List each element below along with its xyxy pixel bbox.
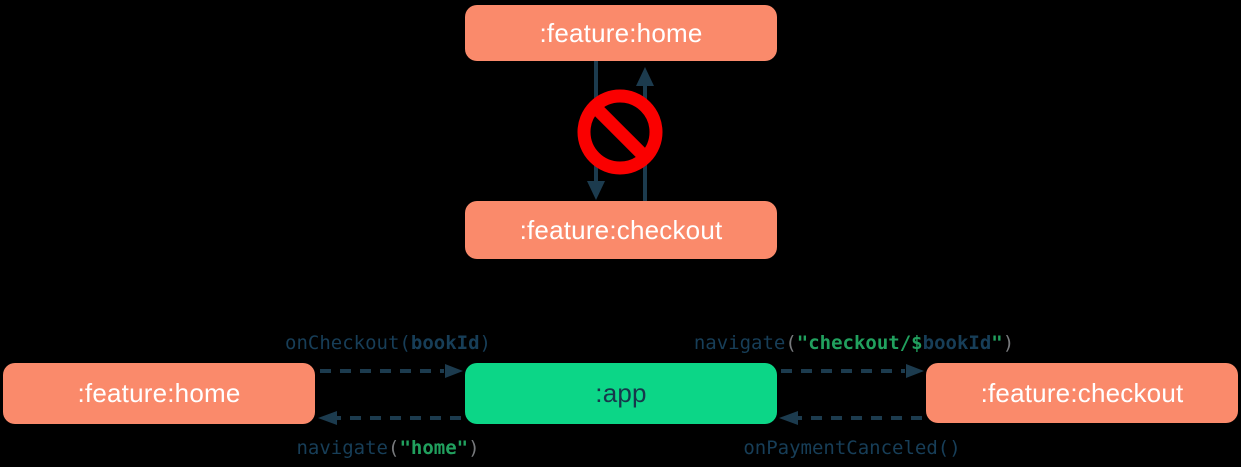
bottom-app-label: :app — [595, 378, 647, 408]
code-paren: ) — [468, 437, 480, 459]
bottom-feature-home-label: :feature:home — [77, 378, 241, 408]
code-fn: navigate — [296, 437, 388, 459]
top-feature-home-node: :feature:home — [465, 5, 777, 61]
arrow-top-checkout-to-home — [636, 67, 654, 201]
edge-label-navigate-home: navigate("home") — [296, 437, 479, 459]
arrow-app-to-home — [318, 411, 461, 425]
bottom-app-node: :app — [465, 363, 777, 424]
code-string: "checkout/ — [796, 332, 912, 354]
arrow-home-to-app — [320, 364, 463, 378]
code-fn: navigate — [693, 332, 786, 354]
code-paren: ) — [479, 332, 491, 354]
arrow-app-to-checkout — [781, 364, 924, 378]
code-paren: ) — [1002, 332, 1015, 354]
code-paren: ( — [785, 332, 797, 354]
edge-label-onpaymentcanceled: onPaymentCanceled() — [743, 437, 960, 459]
code-dollar: $ — [911, 332, 923, 354]
code-var: bookId — [922, 332, 992, 354]
code-string: " — [991, 332, 1003, 354]
code-string: "home" — [399, 437, 469, 459]
code-fn: onCheckout( — [285, 332, 411, 354]
top-feature-checkout-node: :feature:checkout — [465, 201, 777, 259]
no-entry-icon — [577, 89, 663, 175]
bottom-feature-checkout-node: :feature:checkout — [926, 363, 1238, 423]
edge-label-oncheckout: onCheckout(bookId) — [285, 332, 491, 354]
edge-label-navigate-checkout: navigate("checkout/$bookId") — [694, 332, 1014, 354]
arrow-checkout-to-app — [779, 411, 922, 425]
code-fn: onPaymentCanceled() — [743, 437, 961, 459]
bottom-feature-home-node: :feature:home — [3, 363, 315, 424]
code-paren: ( — [387, 437, 400, 459]
bottom-feature-checkout-label: :feature:checkout — [980, 377, 1184, 408]
code-arg: bookId — [410, 332, 480, 354]
top-feature-checkout-label: :feature:checkout — [519, 214, 723, 245]
top-feature-home-label: :feature:home — [539, 17, 703, 48]
arrow-top-home-to-checkout — [587, 61, 605, 200]
